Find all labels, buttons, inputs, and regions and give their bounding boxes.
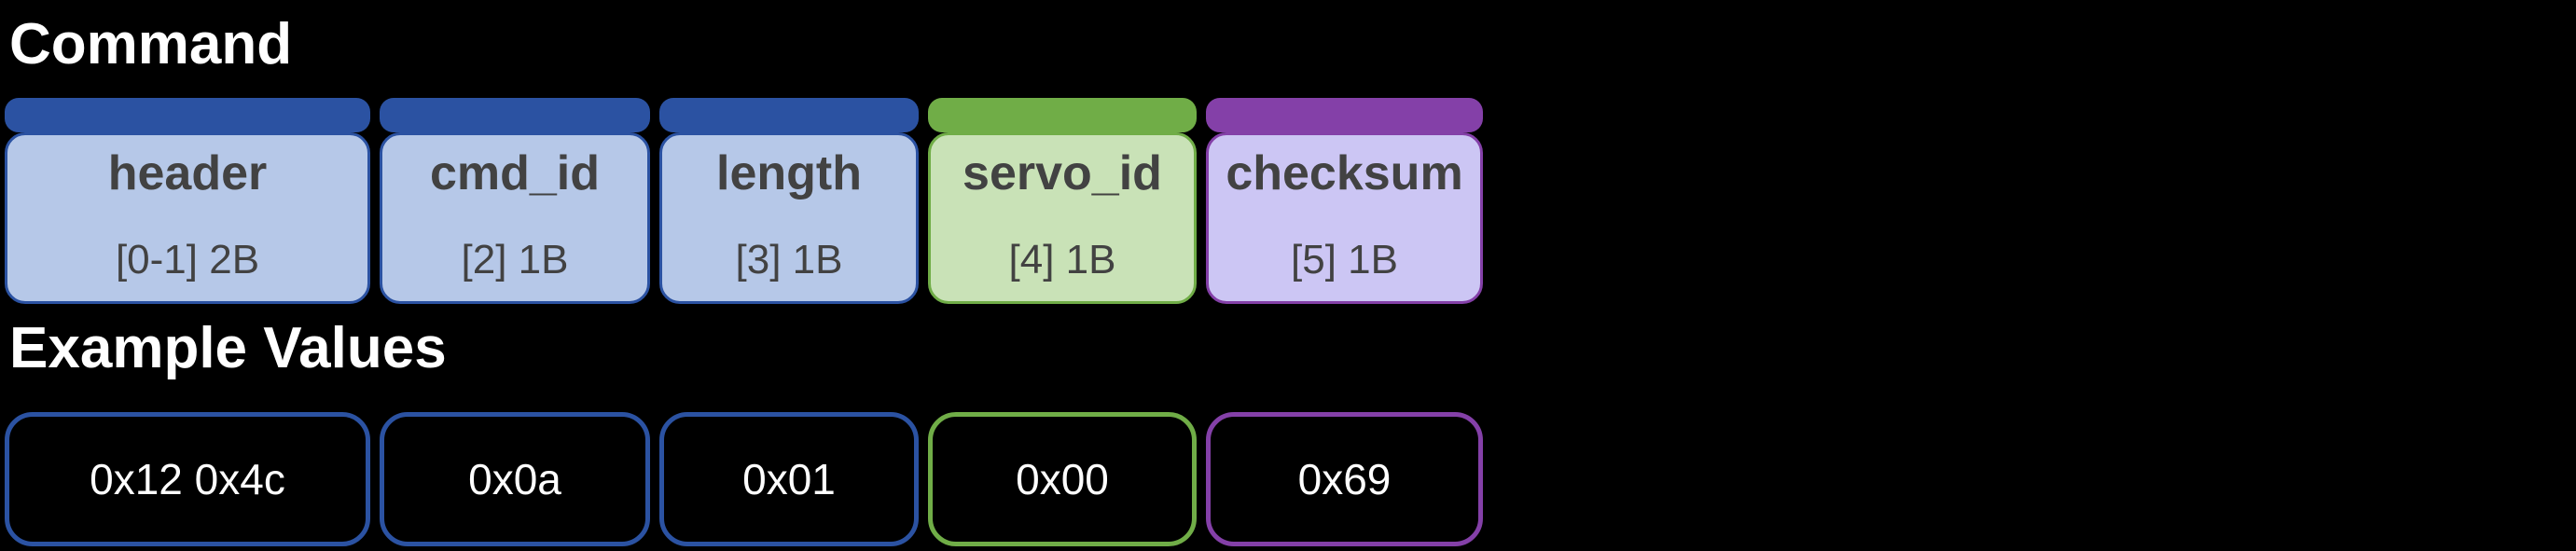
field-byte-range-label: [3] 1B bbox=[735, 237, 843, 282]
field-card: length [3] 1B bbox=[659, 98, 919, 304]
command-fields-row: header [0-1] 2B cmd_id [2] 1B length [3]… bbox=[5, 98, 1483, 304]
field-card: servo_id [4] 1B bbox=[928, 98, 1197, 304]
field-name-label: checksum bbox=[1226, 146, 1463, 200]
example-value-card: 0x01 bbox=[659, 412, 919, 546]
example-values-section-title: Example Values bbox=[9, 316, 447, 380]
example-value-label: 0x01 bbox=[742, 455, 836, 503]
example-value-label: 0x69 bbox=[1297, 455, 1392, 503]
field-body: cmd_id [2] 1B bbox=[380, 132, 650, 304]
field-color-tab bbox=[5, 98, 370, 132]
field-color-tab bbox=[1206, 98, 1483, 132]
field-byte-range-label: [0-1] 2B bbox=[115, 237, 260, 282]
command-section-title: Command bbox=[9, 12, 293, 76]
field-byte-range-label: [5] 1B bbox=[1291, 237, 1398, 282]
example-value-label: 0x00 bbox=[1016, 455, 1109, 503]
field-byte-range-label: [4] 1B bbox=[1008, 237, 1116, 282]
field-card: checksum [5] 1B bbox=[1206, 98, 1483, 304]
field-color-tab bbox=[380, 98, 650, 132]
example-value-card: 0x00 bbox=[928, 412, 1197, 546]
field-color-tab bbox=[659, 98, 919, 132]
example-value-card: 0x0a bbox=[380, 412, 650, 546]
field-body: checksum [5] 1B bbox=[1206, 132, 1483, 304]
example-value-label: 0x12 0x4c bbox=[90, 455, 285, 503]
field-body: servo_id [4] 1B bbox=[928, 132, 1197, 304]
field-card: cmd_id [2] 1B bbox=[380, 98, 650, 304]
example-value-card: 0x69 bbox=[1206, 412, 1483, 546]
field-card: header [0-1] 2B bbox=[5, 98, 370, 304]
example-values-row: 0x12 0x4c 0x0a 0x01 0x00 0x69 bbox=[5, 412, 1483, 546]
field-body: header [0-1] 2B bbox=[5, 132, 370, 304]
field-color-tab bbox=[928, 98, 1197, 132]
example-value-label: 0x0a bbox=[468, 455, 561, 503]
field-name-label: length bbox=[716, 146, 862, 200]
field-name-label: servo_id bbox=[963, 146, 1162, 200]
field-body: length [3] 1B bbox=[659, 132, 919, 304]
field-name-label: cmd_id bbox=[429, 146, 601, 200]
field-byte-range-label: [2] 1B bbox=[461, 237, 569, 282]
example-value-card: 0x12 0x4c bbox=[5, 412, 370, 546]
field-name-label: header bbox=[107, 146, 268, 200]
